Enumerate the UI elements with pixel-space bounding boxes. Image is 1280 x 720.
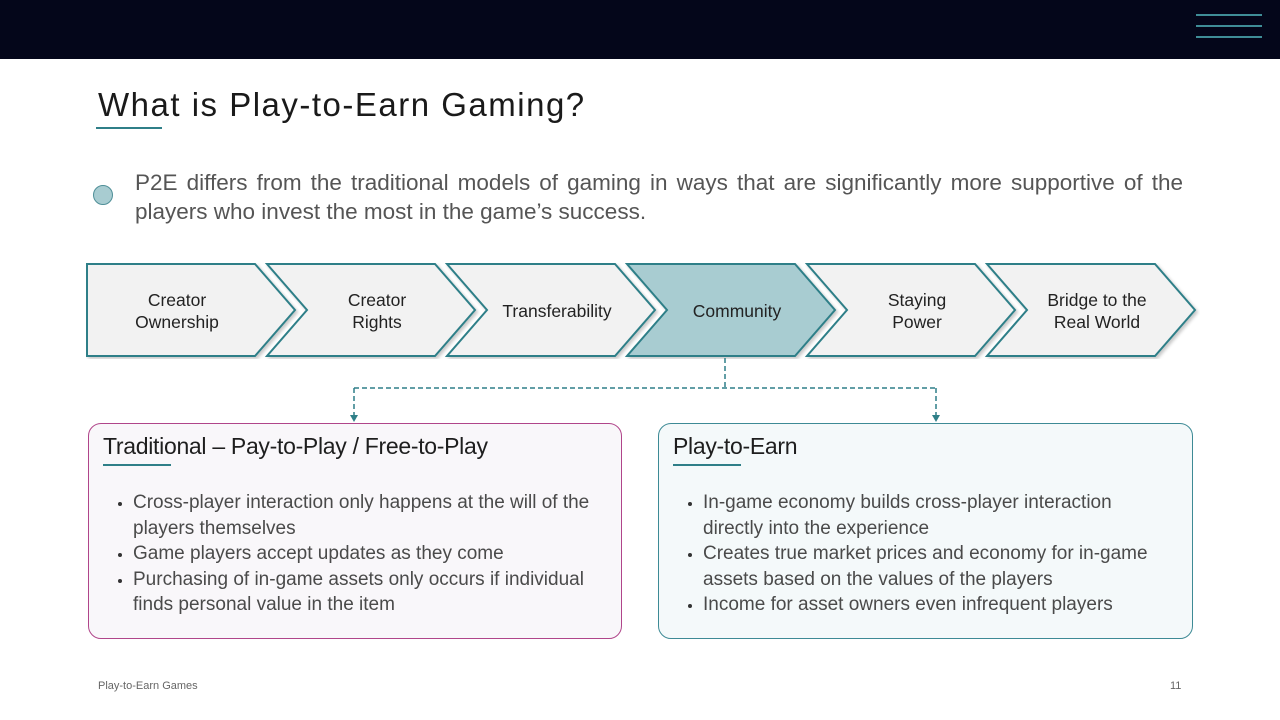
traditional-panel-title: Traditional – Pay-to-Play / Free-to-Play	[103, 433, 488, 459]
chevron-label-line2: Power	[892, 312, 942, 332]
chevron-step-label: Community	[667, 264, 807, 358]
slide-title: What is Play-to-Earn Gaming?	[98, 86, 586, 123]
chevron-label-line2: Ownership	[135, 312, 219, 332]
traditional-bullet-list: Cross-player interaction only happens at…	[103, 490, 603, 618]
intro-text: P2E differs from the traditional models …	[135, 170, 1183, 224]
p2e-bullet-list: In-game economy builds cross-player inte…	[673, 490, 1173, 618]
chevron-label-line2: Rights	[352, 312, 402, 332]
chevron-label-line1: Transferability	[502, 301, 612, 321]
title-underline	[96, 127, 162, 129]
chevron-label-line1: Creator	[147, 290, 207, 310]
list-item: Purchasing of in-game assets only occurs…	[133, 567, 603, 618]
chevron-step-label: Transferability	[487, 264, 627, 358]
chevron-shapes	[86, 263, 1197, 357]
list-item: Income for asset owners even infrequent …	[703, 592, 1173, 618]
hamburger-menu-icon[interactable]	[1196, 14, 1262, 42]
list-item: In-game economy builds cross-player inte…	[703, 490, 1173, 541]
circle-bullet-icon	[93, 185, 113, 205]
chevron-label-line1: Community	[692, 301, 782, 321]
chevron-label-line1: Staying	[887, 290, 947, 310]
chevron-label-line1: Creator	[347, 290, 407, 310]
chevron-step	[264, 263, 477, 357]
chevron-step	[804, 263, 1017, 357]
p2e-title-underline	[673, 464, 741, 466]
list-item: Game players accept updates as they come	[133, 541, 603, 567]
chevron-label-line2: Real World	[1053, 312, 1141, 332]
chevron-step	[86, 263, 297, 357]
list-item: Creates true market prices and economy f…	[703, 541, 1173, 592]
traditional-panel: Traditional – Pay-to-Play / Free-to-Play…	[88, 423, 622, 639]
p2e-panel: Play-to-Earn In-game economy builds cros…	[658, 423, 1193, 639]
chevron-step	[444, 263, 657, 357]
page-number: 11	[1170, 680, 1182, 692]
chevron-step	[984, 263, 1197, 357]
p2e-panel-title: Play-to-Earn	[673, 433, 798, 459]
top-bar	[0, 0, 1280, 59]
list-item: Cross-player interaction only happens at…	[133, 490, 603, 541]
chevron-label-line1: Bridge to the	[1047, 290, 1147, 310]
traditional-title-underline	[103, 464, 171, 466]
footer-label: Play-to-Earn Games	[98, 680, 198, 692]
chevron-step	[624, 263, 837, 357]
